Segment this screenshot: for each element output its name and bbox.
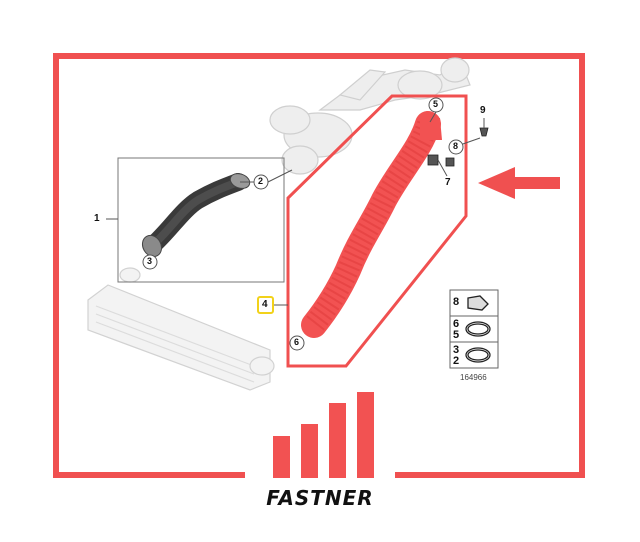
leader-line-7 bbox=[437, 159, 448, 177]
seal-legend bbox=[449, 289, 499, 369]
callout-7: 7 bbox=[445, 177, 451, 188]
callout-8: 8 bbox=[453, 141, 459, 151]
callout-5: 5 bbox=[433, 99, 439, 109]
seal-legend-shapes bbox=[465, 295, 491, 363]
callout-1: 1 bbox=[94, 213, 100, 224]
callout-4-highlight bbox=[257, 296, 274, 314]
ghost-intercooler bbox=[87, 267, 275, 391]
outer-red-frame bbox=[53, 53, 585, 478]
brand-wordmark: FASTNER bbox=[266, 486, 374, 510]
legend-label-5: 5 bbox=[453, 329, 460, 341]
callout-circle-2 bbox=[253, 174, 269, 190]
charge-air-hose bbox=[141, 173, 251, 258]
callout-circles bbox=[142, 97, 464, 351]
highlighted-hose bbox=[301, 111, 442, 338]
callout-circle-8 bbox=[448, 139, 464, 155]
callout-circle-5 bbox=[428, 97, 444, 113]
brand-logo-bars bbox=[273, 392, 374, 478]
diagram-reference-number: 164966 bbox=[460, 373, 487, 382]
callout-circle-6 bbox=[289, 335, 305, 351]
legend-label-6: 6 bbox=[453, 318, 460, 330]
legend-label-2: 2 bbox=[453, 355, 460, 367]
pointer-arrow bbox=[478, 167, 560, 199]
callout-3: 3 bbox=[147, 256, 153, 266]
part1-group-box bbox=[117, 157, 285, 283]
callout-circle-3 bbox=[142, 254, 158, 270]
leader-line-8 bbox=[459, 137, 481, 146]
callout-9: 9 bbox=[480, 105, 486, 116]
callout-6: 6 bbox=[294, 337, 300, 347]
ghost-turbocharger bbox=[269, 57, 471, 175]
highlight-box bbox=[286, 94, 468, 368]
legend-label-3: 3 bbox=[453, 344, 460, 356]
clamp-part bbox=[427, 127, 489, 167]
callout-4: 4 bbox=[262, 299, 268, 310]
callout-2: 2 bbox=[258, 176, 264, 186]
leader-line-5 bbox=[429, 111, 437, 123]
legend-label-8: 8 bbox=[453, 296, 460, 308]
leader-line-2b bbox=[267, 169, 293, 183]
